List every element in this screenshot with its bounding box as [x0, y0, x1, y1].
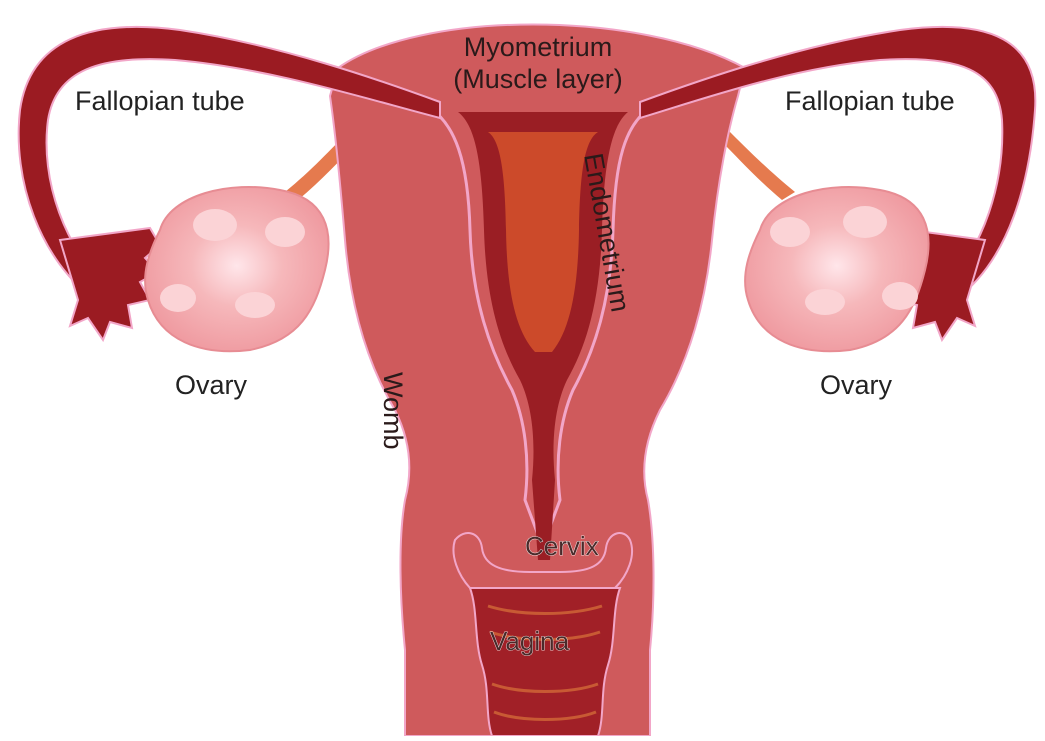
label-womb: Womb — [378, 372, 408, 450]
label-cervix: Cervix — [525, 531, 599, 561]
follicle — [193, 209, 237, 241]
ligament-right — [720, 128, 795, 200]
ovary-left — [145, 187, 328, 351]
follicle — [843, 206, 887, 238]
follicle — [770, 217, 810, 247]
label-fallopian-tube-right: Fallopian tube — [785, 86, 955, 116]
label-vagina: Vagina — [490, 626, 570, 656]
follicle — [805, 289, 845, 315]
follicle — [265, 217, 305, 247]
follicle — [235, 292, 275, 318]
vagina — [470, 588, 620, 736]
label-myometrium-line1: Myometrium — [464, 32, 613, 62]
label-ovary-right: Ovary — [820, 370, 893, 400]
label-fallopian-tube-left: Fallopian tube — [75, 86, 245, 116]
follicle — [882, 282, 918, 310]
label-ovary-left: Ovary — [175, 370, 248, 400]
label-myometrium-line2: (Muscle layer) — [453, 64, 623, 94]
follicle — [160, 284, 196, 312]
ovary-right — [745, 187, 928, 351]
